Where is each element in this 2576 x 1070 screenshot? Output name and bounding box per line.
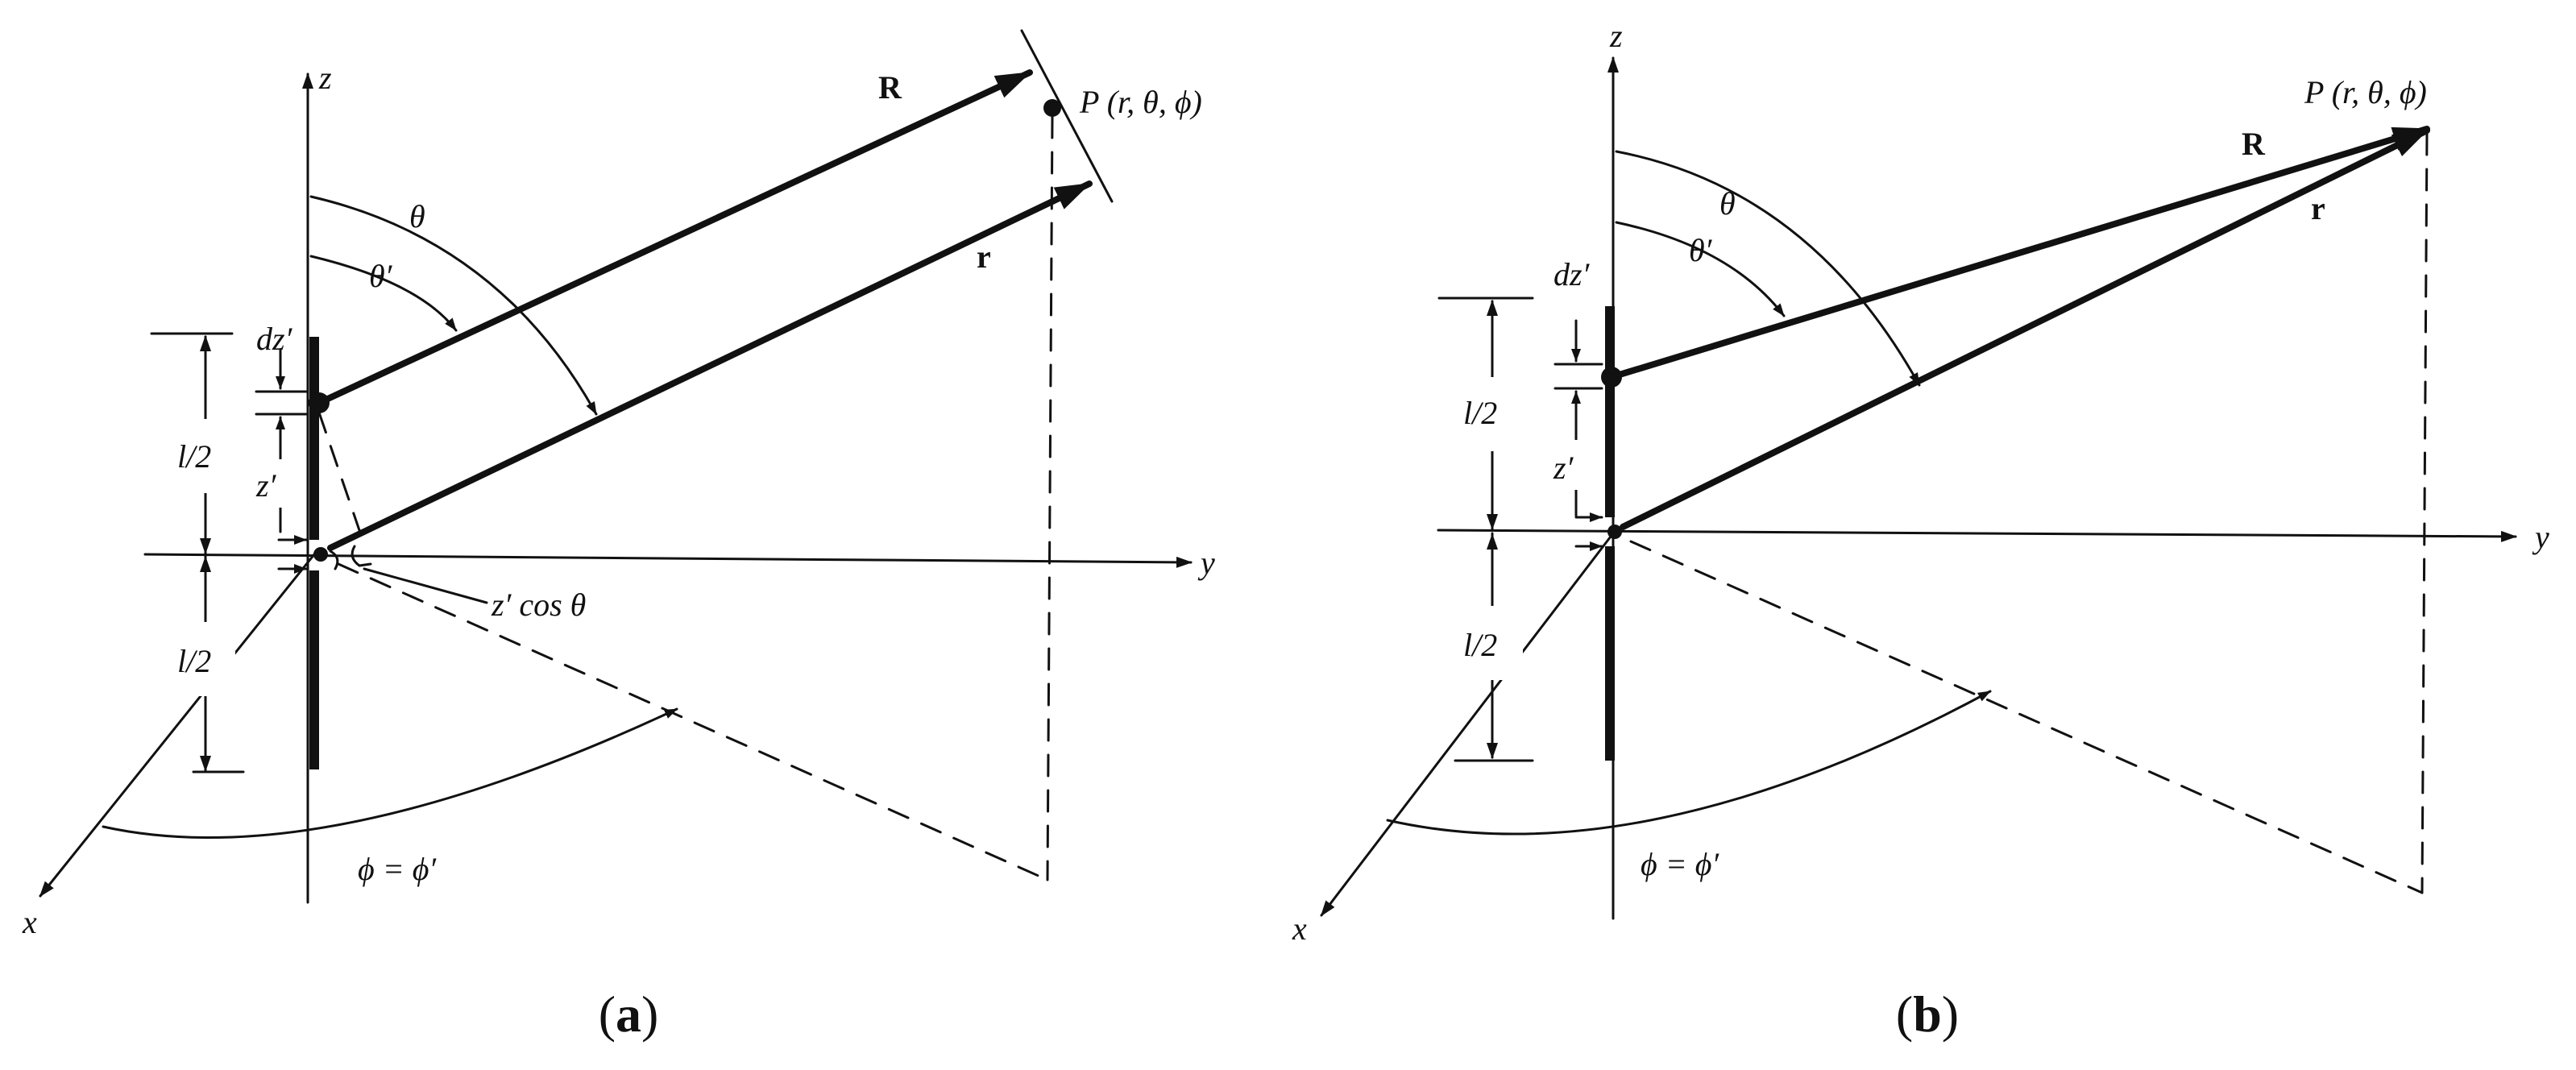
theta-prime-label: θ′ [369, 258, 393, 294]
theta-prime-arc [1615, 221, 1786, 317]
y-axis [1437, 529, 2517, 542]
r-vector [327, 180, 1093, 551]
theta-arc [309, 195, 598, 416]
projection-dashed-vertical [1046, 115, 1054, 881]
half-length-bottom-label: l/2 [1463, 627, 1497, 663]
half-length-top-label: l/2 [1463, 395, 1497, 431]
phi-label: ϕ = ϕ′ [1641, 846, 1719, 882]
R-vector [1608, 126, 2430, 380]
caption-a-letter: a [616, 985, 641, 1043]
projection-bracket [329, 545, 372, 570]
projection-dashed-ground [1629, 540, 2424, 894]
caption-b-letter: b [1913, 985, 1942, 1043]
x-axis [39, 553, 316, 898]
projection-dashed-vertical [2420, 132, 2429, 894]
phi-arc [102, 707, 678, 839]
panel-b: z y x R r P (r, θ, ϕ) θ θ′ ϕ = ϕ′ [1292, 18, 2549, 947]
dim-top-label-bg [1462, 377, 1523, 451]
y-axis-label: y [1197, 545, 1215, 581]
half-length-bottom-label: l/2 [177, 643, 211, 679]
projection-label: z′ cos θ [491, 587, 586, 623]
z-prime-label: z′ [255, 467, 277, 504]
r-vector-label: r [2311, 190, 2325, 226]
dz-prime-label: dz′ [1553, 256, 1591, 292]
point-P-label: P (r, θ, ϕ) [2304, 74, 2427, 110]
origin-feed-point [1607, 525, 1622, 539]
projection-dashed-ground [337, 562, 1049, 881]
dim-top-label-bg [176, 419, 235, 493]
theta-prime-arc [309, 255, 458, 332]
x-axis-label: x [22, 904, 37, 940]
phi-arc [1386, 690, 1992, 836]
R-vector [316, 69, 1033, 406]
x-axis [1320, 529, 1617, 917]
phi-label: ϕ = ϕ′ [358, 851, 437, 887]
panel-a: z y x R r P (r, θ, ϕ) θ θ′ ϕ = ϕ′ [22, 29, 1215, 940]
dz-prime-label: dz′ [256, 321, 293, 357]
caption-a: (a) [599, 985, 659, 1043]
theta-label: θ [1719, 185, 1736, 222]
theta-label: θ [409, 198, 425, 234]
z-prime-label: z′ [1553, 450, 1574, 486]
R-vector-label: R [2242, 126, 2266, 162]
x-axis-label: x [1292, 910, 1307, 947]
y-axis [143, 553, 1193, 568]
origin-feed-point [313, 547, 328, 562]
caption-b: (b) [1896, 985, 1959, 1043]
half-length-top-label: l/2 [177, 438, 211, 475]
perpendicular-dashed [317, 411, 363, 537]
r-vector [1620, 127, 2430, 530]
wavefront-line [1020, 29, 1114, 203]
theta-prime-label: θ′ [1689, 232, 1713, 268]
dim-bottom-label-bg [176, 622, 235, 696]
dim-bottom-label-bg [1462, 606, 1523, 680]
R-vector-label: R [878, 69, 902, 106]
z-prime-label-bg [1550, 440, 1597, 490]
observation-point-P [1043, 99, 1061, 117]
z-axis-label: z [318, 60, 332, 96]
r-vector-label: r [977, 238, 991, 275]
point-P-label: P (r, θ, ϕ) [1079, 84, 1202, 120]
theta-arc [1615, 150, 1921, 387]
projection-leader [363, 567, 488, 604]
y-axis-label: y [2532, 519, 2549, 555]
z-axis-label: z [1609, 18, 1623, 54]
z-prime-label-bg [253, 459, 298, 508]
